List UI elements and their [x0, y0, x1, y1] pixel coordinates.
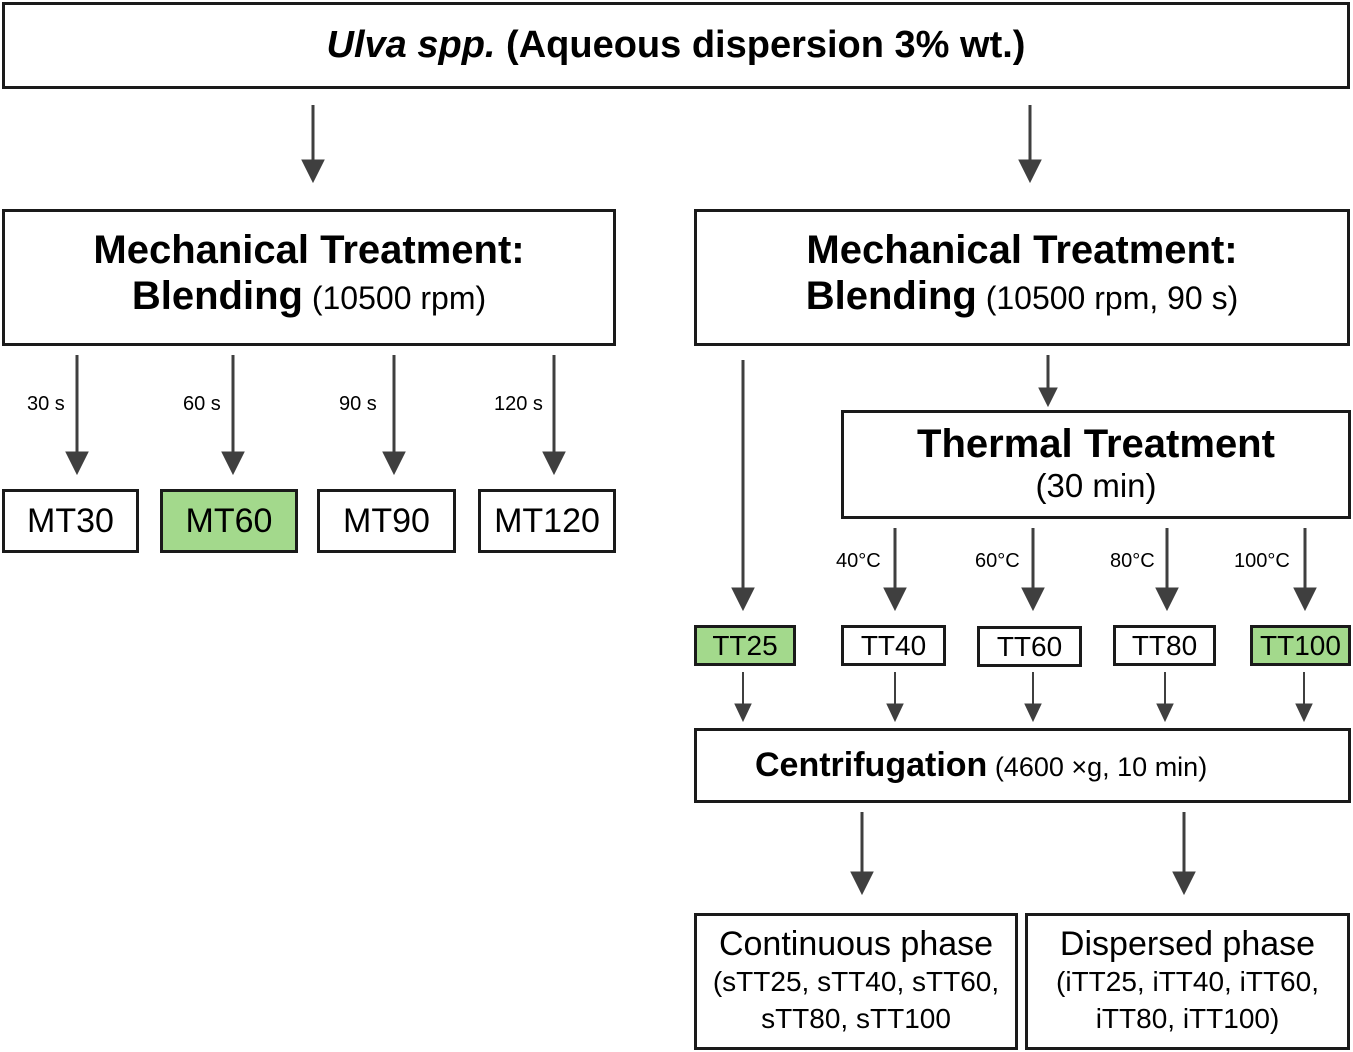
- dispersed-phase-samples-1: (iTT25, iTT40, iTT60,: [1056, 966, 1319, 997]
- centrifugation-title: Centrifugation: [755, 746, 988, 784]
- temp-label-60c: 60°C: [975, 550, 1020, 572]
- dispersed-phase-box: Dispersed phase (iTT25, iTT40, iTT60, iT…: [1025, 913, 1350, 1050]
- temp-label-40c: 40°C: [836, 550, 881, 572]
- continuous-phase-box: Continuous phase (sTT25, sTT40, sTT60, s…: [694, 913, 1018, 1050]
- source-box: Ulva spp. (Aqueous dispersion 3% wt.): [2, 2, 1350, 89]
- sample-mt30: MT30: [2, 489, 139, 553]
- sample-tt80: TT80: [1113, 625, 1216, 666]
- time-label-120s: 120 s: [494, 393, 543, 415]
- left-mt-title: Mechanical Treatment:: [93, 228, 525, 272]
- temp-label-100c: 100°C: [1234, 550, 1290, 572]
- sample-tt25: TT25: [694, 625, 796, 666]
- right-mt-title: Mechanical Treatment:: [806, 228, 1238, 272]
- temp-label-80c: 80°C: [1110, 550, 1155, 572]
- continuous-phase-samples-2: sTT80, sTT100: [761, 1003, 951, 1034]
- right-mt-blending: Blending: [805, 274, 977, 318]
- left-mechanical-treatment-box: Mechanical Treatment: Blending (10500 rp…: [2, 209, 616, 346]
- time-label-90s: 90 s: [339, 393, 377, 415]
- source-description: (Aqueous dispersion 3% wt.): [495, 24, 1026, 66]
- right-mt-param: (10500 rpm, 90 s): [976, 280, 1239, 316]
- thermal-treatment-box: Thermal Treatment (30 min): [841, 410, 1351, 519]
- dispersed-phase-samples-2: iTT80, iTT100): [1095, 1003, 1280, 1034]
- sample-tt100: TT100: [1250, 625, 1351, 666]
- left-mt-blending: Blending: [131, 274, 303, 318]
- time-label-60s: 60 s: [183, 393, 221, 415]
- thermal-param: (30 min): [1035, 466, 1157, 504]
- sample-mt90: MT90: [317, 489, 456, 553]
- centrifugation-box: Centrifugation (4600 ×g, 10 min): [694, 728, 1351, 803]
- right-mechanical-treatment-box: Mechanical Treatment: Blending (10500 rp…: [694, 209, 1350, 346]
- continuous-phase-title: Continuous phase: [718, 925, 994, 963]
- sample-mt120: MT120: [478, 489, 616, 553]
- left-mt-param: (10500 rpm): [302, 280, 487, 316]
- dispersed-phase-title: Dispersed phase: [1059, 925, 1316, 963]
- time-label-30s: 30 s: [27, 393, 65, 415]
- centrifugation-param: (4600 ×g, 10 min): [987, 752, 1208, 782]
- sample-tt60: TT60: [977, 626, 1082, 667]
- sample-tt40: TT40: [841, 625, 946, 666]
- thermal-title: Thermal Treatment: [917, 421, 1275, 466]
- sample-mt60: MT60: [160, 489, 298, 553]
- continuous-phase-samples-1: (sTT25, sTT40, sTT60,: [712, 966, 1000, 997]
- source-species: Ulva spp.: [326, 24, 496, 66]
